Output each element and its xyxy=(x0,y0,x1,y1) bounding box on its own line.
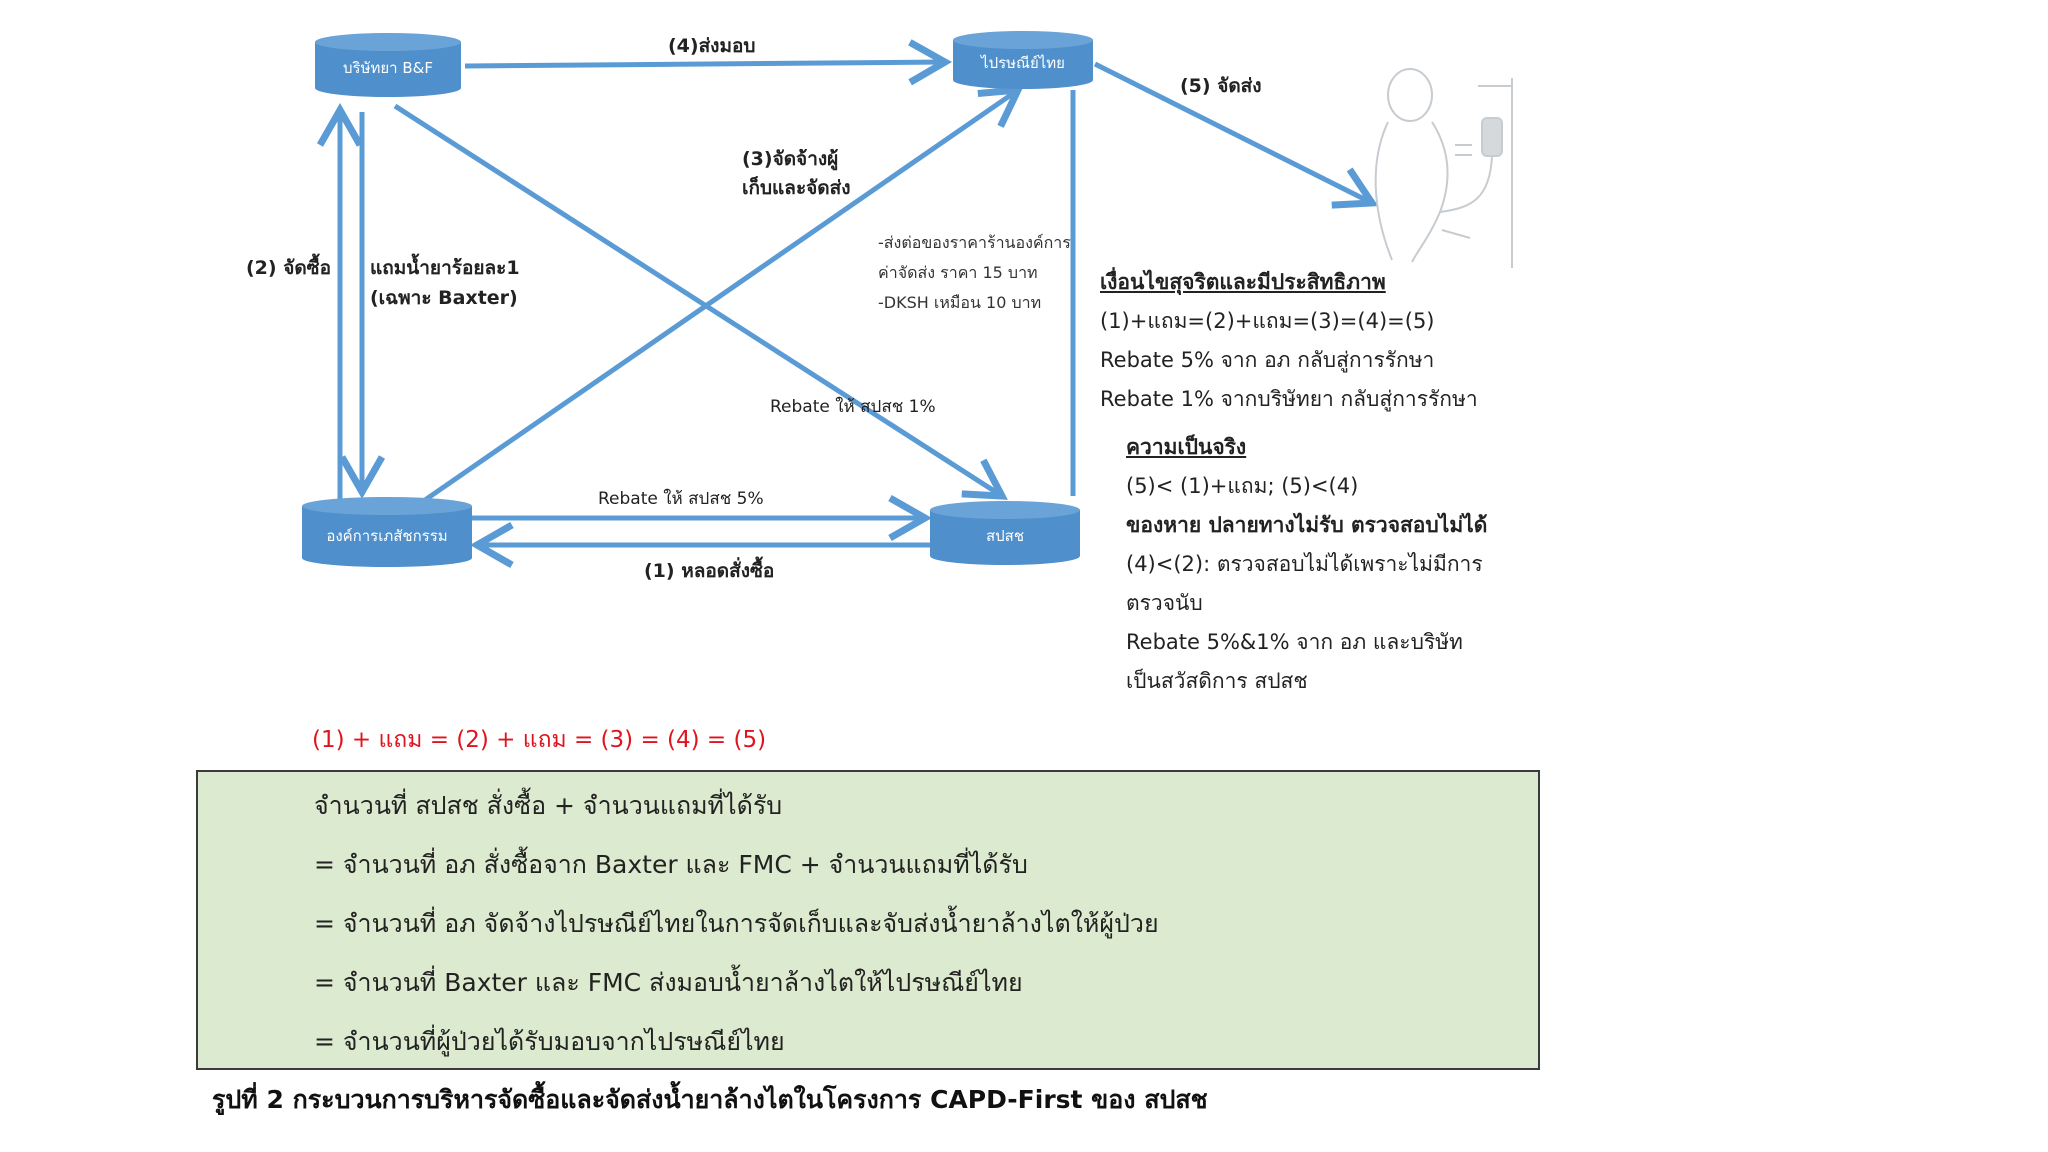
patient-illustration xyxy=(1374,68,1513,268)
box-line: จำนวนที่ สปสช สั่งซื้อ + จำนวนแถมที่ได้ร… xyxy=(314,791,783,820)
node-baxter-fmc-label: บริษัทยา B&F xyxy=(343,59,433,77)
node-nhso-label: สปสช xyxy=(986,527,1024,545)
arrow-rebate-1pct xyxy=(393,103,1008,500)
arrow-hire-3 xyxy=(423,85,1024,503)
reality-line: ตรวจนับ xyxy=(1126,591,1203,615)
label-fee-line3: -DKSH เหมือน 10 บาท xyxy=(878,293,1041,312)
arrows xyxy=(316,39,1379,569)
label-ship-5: (5) จัดส่ง xyxy=(1180,75,1262,97)
node-thailand-post-label: ไปรษณีย์ไทย xyxy=(980,54,1065,72)
reality-notes: ความเป็นจริง (5)< (1)+แถม; (5)<(4) ของหา… xyxy=(1126,428,1487,701)
reality-line: ของหาย ปลายทางไม่รับ ตรวจสอบไม่ได้ xyxy=(1126,513,1488,537)
reality-line: เป็นสวัสดิการ สปสช xyxy=(1126,669,1308,693)
conditions-notes: เงื่อนไขสุจริตและมีประสิทธิภาพ (1)+แถม=(… xyxy=(1100,263,1478,419)
label-order-1: (1) หลอดสั่งซื้อ xyxy=(644,556,774,582)
conditions-line: Rebate 1% จากบริษัทยา กลับสู่การรักษา xyxy=(1100,387,1478,411)
label-purchase-2: (2) จัดซื้อ xyxy=(246,253,331,279)
arrow-deliver-4 xyxy=(464,39,953,86)
label-free-line2: (เฉพาะ Baxter) xyxy=(370,287,518,309)
label-fee-line1: -ส่งต่อของราคาร้านองค์การ xyxy=(878,233,1071,252)
node-baxter-fmc: บริษัทยา B&F xyxy=(315,33,461,97)
label-free-line1: แถมน้ำยาร้อยละ1 xyxy=(370,253,520,279)
node-gpo-label: องค์การเภสัชกรรม xyxy=(326,527,447,545)
red-equation: (1) + แถม = (2) + แถม = (3) = (4) = (5) xyxy=(312,727,767,753)
node-gpo: องค์การเภสัชกรรม xyxy=(302,497,472,567)
conditions-line: Rebate 5% จาก อภ กลับสู่การรักษา xyxy=(1100,348,1435,372)
label-hire-3-line1: (3)จัดจ้างผู้ xyxy=(742,148,838,171)
reality-line: (5)< (1)+แถม; (5)<(4) xyxy=(1126,474,1359,498)
box-line: = จำนวนที่ Baxter และ FMC ส่งมอบน้ำยาล้า… xyxy=(314,968,1023,997)
label-fee-line2: ค่าจัดส่ง ราคา 15 บาท xyxy=(878,263,1038,282)
box-line: = จำนวนที่ อภ จัดจ้างไปรษณีย์ไทยในการจัด… xyxy=(314,909,1159,938)
label-deliver-4: (4)ส่งมอบ xyxy=(668,35,755,57)
conditions-line: (1)+แถม=(2)+แถม=(3)=(4)=(5) xyxy=(1100,309,1435,333)
label-hire-3-line2: เก็บและจัดส่ง xyxy=(742,175,851,199)
node-nhso: สปสช xyxy=(930,501,1080,565)
reality-heading: ความเป็นจริง xyxy=(1126,435,1247,459)
conditions-heading: เงื่อนไขสุจริตและมีประสิทธิภาพ xyxy=(1100,270,1386,294)
reality-line: (4)<(2): ตรวจสอบไม่ได้เพราะไม่มีการ xyxy=(1126,552,1483,576)
reality-line: Rebate 5%&1% จาก อภ และบริษัท xyxy=(1126,630,1463,654)
label-rebate-5pct: Rebate ให้ สปสช 5% xyxy=(598,488,764,509)
box-line: = จำนวนที่ อภ สั่งซื้อจาก Baxter และ FMC… xyxy=(314,850,1028,879)
label-rebate-1pct: Rebate ให้ สปสช 1% xyxy=(770,396,936,417)
arrow-ship-5 xyxy=(1093,61,1379,209)
figure-caption: รูปที่ 2 กระบวนการบริหารจัดซื้อและจัดส่ง… xyxy=(212,1085,1208,1114)
node-thailand-post: ไปรษณีย์ไทย xyxy=(953,31,1093,89)
box-line: = จำนวนที่ผู้ป่วยได้รับมอบจากไปรษณีย์ไทย xyxy=(314,1027,785,1056)
quantity-equivalence-box: จำนวนที่ สปสช สั่งซื้อ + จำนวนแถมที่ได้ร… xyxy=(196,770,1540,1070)
